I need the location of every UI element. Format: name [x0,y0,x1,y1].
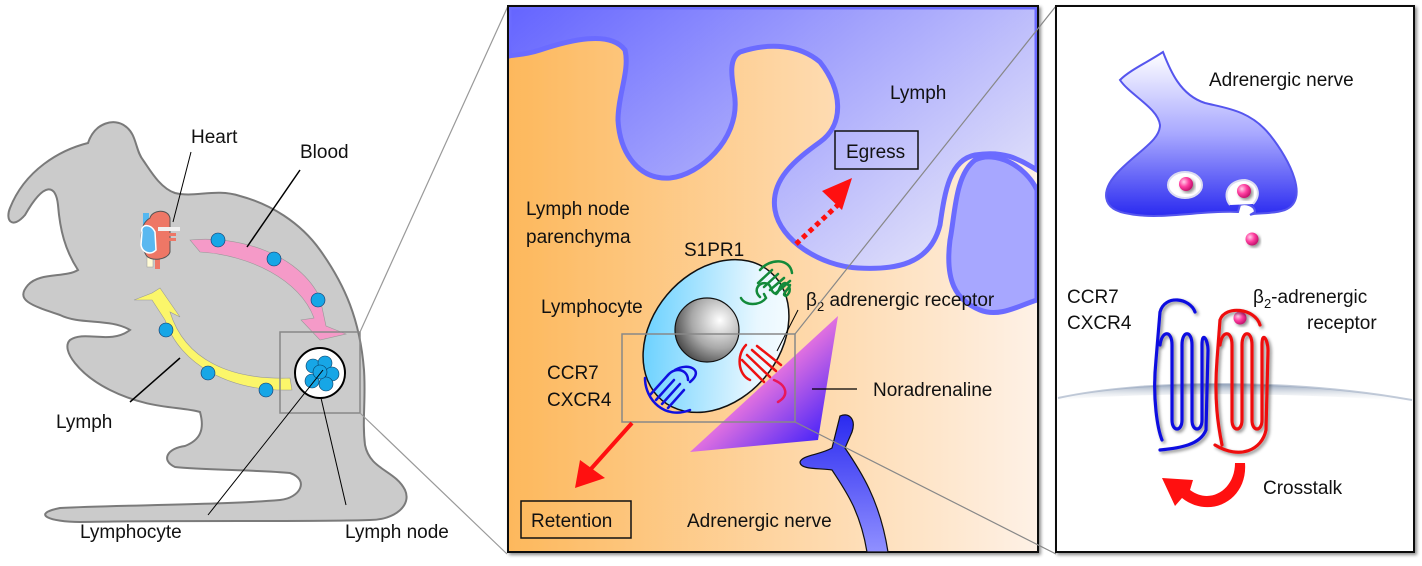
beta-symbol: β [1253,287,1264,308]
zoom-connector-top [359,5,509,333]
beta-symbol: β [806,290,817,311]
lymphocyte-label: Lymphocyte [541,297,643,318]
adrenergic-nerve-terminal [1105,50,1298,217]
crosstalk-arrow [1162,463,1246,508]
lymphocyte-pointer-line [207,369,324,516]
ccr7-label: CCR7 [547,363,599,384]
beta-subscript: 2 [1264,296,1271,311]
b2-receptor-label-line2: receptor [1307,313,1377,334]
retention-box [520,500,632,539]
cxcr4-label: CXCR4 [1067,313,1132,334]
adrenergic-nerve-label: Adrenergic nerve [1209,70,1354,91]
noradrenaline-gradient [690,316,838,452]
adrenergic-nerve-fiber [799,414,889,553]
ccr7-cxcr4-receptor-icon [643,365,698,414]
cxcr4-label: CXCR4 [547,390,612,411]
ccr7-cxcr4-receptor-icon [1153,298,1210,452]
zoom-region-box [621,333,796,423]
circulating-lymphocytes [158,232,326,398]
egress-arrow [794,201,842,246]
lymph-node-pointer-line [320,397,347,506]
vesicle-icon [1167,171,1203,199]
mouse-silhouette [7,121,408,524]
parenchyma-label-line2: parenchyma [526,227,631,248]
zoom-region-box [279,331,361,414]
heart-icon [140,210,180,269]
egress-label: Egress [846,142,905,163]
zoom-connector-bottom-2 [794,421,1057,555]
zoom-connector-bottom [359,412,508,555]
ccr7-label: CCR7 [1067,287,1119,308]
mouse-panel: Heart Blood Lymph [7,121,449,543]
egress-box [834,130,919,170]
s1pr1-receptor-icon [739,260,794,306]
lymph-vessel [509,7,1037,271]
blood-pointer-line [246,169,301,248]
receptor-crosstalk-panel: Adrenergic nerve CCR7 CXCR4 β2-adrenergi… [1055,5,1415,553]
noradrenaline-label: Noradrenaline [873,380,992,401]
b2-pointer-line [776,309,799,352]
retention-arrowhead [575,460,605,488]
lymph-node-label: Lymph node [345,522,449,543]
noradrenaline-bound-molecule [1233,311,1247,325]
noradrenaline-molecule [1245,232,1259,246]
b2-receptor-text: adrenergic receptor [824,290,995,311]
retention-label: Retention [531,511,612,532]
zoom-connector-top-2 [794,5,1057,335]
b2-receptor-label: β2 adrenergic receptor [806,290,995,314]
heart-pointer-line [172,151,192,223]
vesicle-release-icon [1225,178,1259,206]
nucleus [674,297,740,363]
lymph-label: Lymph [56,412,112,433]
retention-arrow [588,421,634,472]
b2-receptor-icon [1213,308,1270,454]
b2-receptor-text: -adrenergic [1271,287,1367,308]
heart-label: Heart [191,127,238,148]
s1pr1-label: S1PR1 [684,240,744,261]
cell-membrane [1058,383,1412,402]
egress-arrowhead [822,178,852,210]
lymph-node-panel: Lymph Egress Lymph node parenchyma S1PR1… [507,5,1039,553]
crosstalk-label: Crosstalk [1263,478,1343,499]
lymph-vessel-right [946,154,1037,316]
b2-receptor-label-line1: β2-adrenergic [1253,287,1367,311]
lymph-label: Lymph [890,83,946,104]
adrenergic-nerve-label: Adrenergic nerve [687,511,832,532]
b2-receptor-icon [738,343,787,404]
parenchyma-label-line1: Lymph node [526,199,630,220]
lymphocyte-label: Lymphocyte [80,522,182,543]
lymph-circulation-arrow [133,287,293,391]
beta-subscript: 2 [817,299,824,314]
blood-label: Blood [300,142,349,163]
lymph-pointer-line [129,357,181,403]
